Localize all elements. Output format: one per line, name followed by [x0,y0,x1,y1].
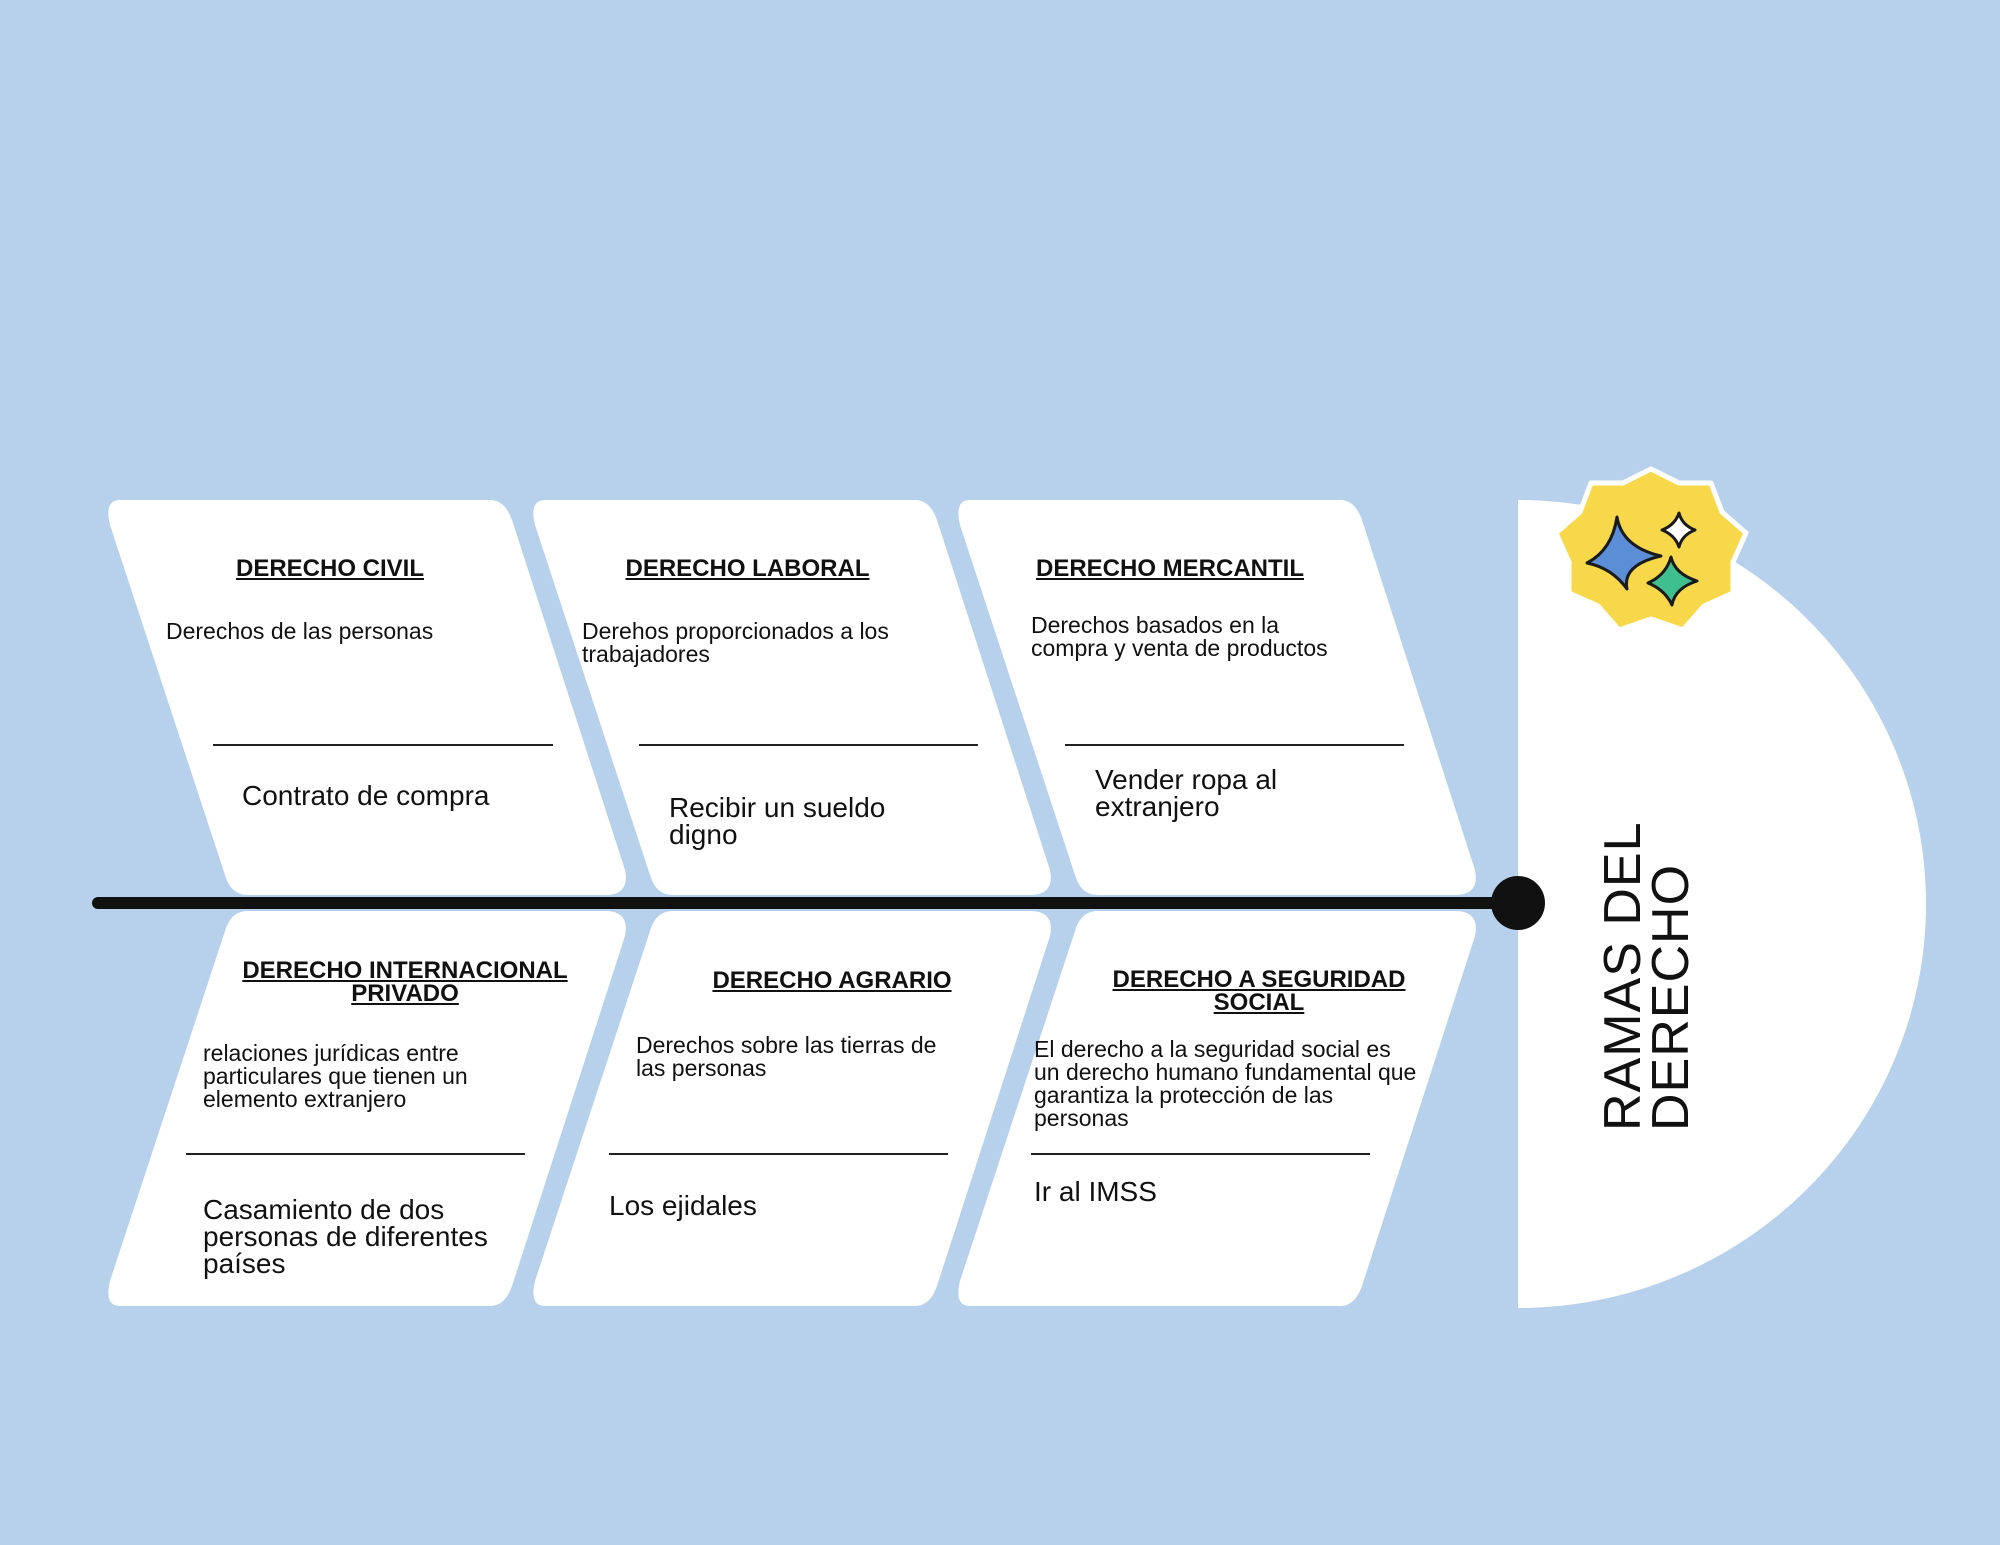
divider-line [1065,744,1404,746]
branch-example: Vender ropa al extranjero [1095,764,1278,822]
branch-description: El derecho a la seguridad social es un d… [1034,1036,1417,1131]
branch-example: Casamiento de dos personas de diferentes… [203,1194,488,1279]
branch-example: Ir al IMSS [1034,1176,1157,1207]
branch-heading: DERECHO MERCANTIL [1036,555,1304,582]
branch-example: Contrato de compra [242,780,490,811]
divider-line [213,744,553,746]
fish-head [1518,500,1926,1308]
branch-description: Derechos basados en la compra y venta de… [1031,612,1328,661]
branch-heading: DERECHO LABORAL [625,555,870,582]
branch-heading: DERECHO INTERNACIONAL PRIVADO [242,957,568,1007]
card-derecho-laboral [533,500,1051,895]
branch-heading: DERECHO CIVIL [235,555,424,582]
spine-end-dot [1491,876,1545,930]
card-derecho-mercantil [958,500,1476,895]
diagram-title: RAMAS DEL DERECHO [1594,823,1700,1131]
branch-example: Recibir un sueldo digno [669,792,886,850]
divider-line [1031,1153,1370,1155]
divider-line [609,1153,948,1155]
divider-line [639,744,978,746]
branch-description: Derehos proporcionados a los trabajadore… [582,618,889,667]
card-derecho-internacional-privado [108,911,626,1306]
sparkles-icon [1553,466,1749,633]
card-derecho-civil [108,500,626,895]
divider-line [186,1153,525,1155]
branch-heading: DERECHO A SEGURIDAD SOCIAL [1112,966,1406,1016]
branch-description: relaciones jurídicas entre particulares … [203,1040,468,1112]
branch-description: Derechos de las personas [166,618,434,644]
branch-heading: DERECHO AGRARIO [712,967,952,994]
card-derecho-agrario [533,911,1051,1306]
branch-description: Derechos sobre las tierras de las person… [636,1032,937,1081]
branch-example: Los ejidales [609,1190,757,1221]
card-derecho-seguridad-social [958,911,1476,1306]
